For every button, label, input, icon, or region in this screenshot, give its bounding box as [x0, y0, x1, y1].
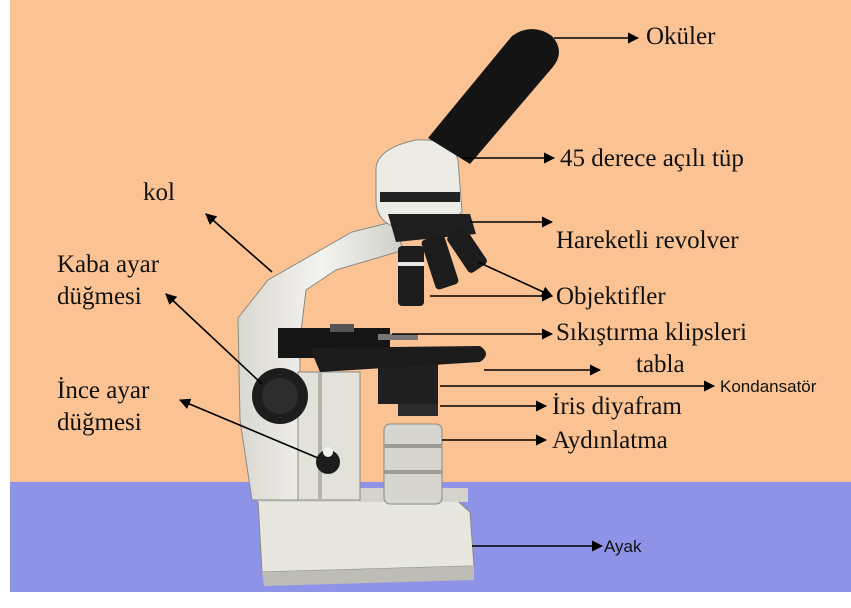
label-ayak: Ayak — [604, 538, 642, 555]
label-iris: İris diyafram — [552, 394, 682, 419]
label-revolver: Hareketli revolver — [556, 228, 739, 253]
label-kaba-ayar-line1: Kaba ayar — [57, 252, 159, 277]
label-okuler: Oküler — [646, 24, 715, 49]
label-kaba-ayar-line2: düğmesi — [57, 284, 142, 309]
label-ince-ayar-line1: İnce ayar — [57, 378, 149, 403]
label-tabla: tabla — [636, 352, 685, 377]
label-objektifler: Objektifler — [556, 284, 666, 309]
label-tup: 45 derece açılı tüp — [560, 146, 744, 171]
label-ince-ayar-line2: düğmesi — [57, 410, 142, 435]
coarse-focus-knob — [252, 368, 308, 424]
microscope-foot — [258, 488, 474, 586]
label-kol: kol — [143, 180, 175, 205]
illuminator — [384, 424, 442, 504]
label-aydinlatma: Aydınlatma — [552, 428, 668, 453]
label-kondansator: Kondansatör — [720, 378, 816, 395]
label-klipsler: Sıkıştırma klipsleri — [556, 320, 747, 345]
